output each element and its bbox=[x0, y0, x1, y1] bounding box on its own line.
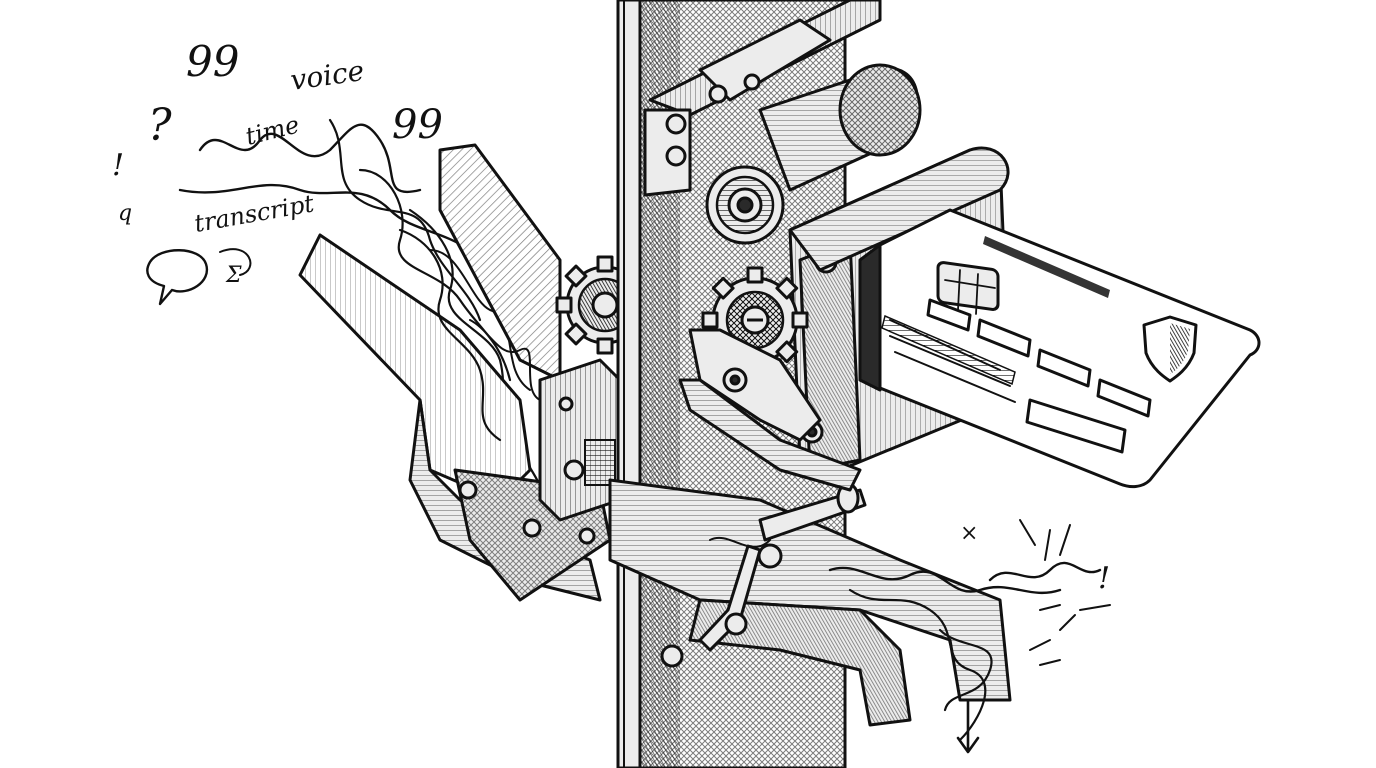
word-time: time bbox=[243, 111, 302, 151]
right-scribbles: ! × bbox=[960, 519, 1111, 666]
svg-text:Ʃ: Ʃ bbox=[225, 263, 242, 288]
input-hopper bbox=[298, 143, 612, 602]
output-chute bbox=[608, 478, 1062, 754]
chip-icon bbox=[936, 261, 1000, 315]
link-plate bbox=[678, 328, 862, 492]
quote-mark-1: 99 bbox=[186, 37, 239, 86]
right-exclaim: ! bbox=[1098, 561, 1110, 596]
center-gear-icon bbox=[701, 266, 809, 374]
left-bracket bbox=[538, 358, 622, 522]
exclaim-mark: ! bbox=[112, 148, 124, 183]
quote-mark-2: 99 bbox=[392, 102, 443, 148]
word-voice: voice bbox=[288, 54, 366, 97]
word-transcript: transcript bbox=[192, 189, 316, 238]
svg-text:q: q bbox=[118, 201, 132, 226]
question-mark: ? bbox=[148, 100, 172, 151]
id-card bbox=[858, 208, 1261, 489]
speech-bubble-icon bbox=[146, 249, 209, 306]
shield-icon bbox=[1142, 315, 1198, 383]
svg-text:×: × bbox=[960, 521, 978, 546]
